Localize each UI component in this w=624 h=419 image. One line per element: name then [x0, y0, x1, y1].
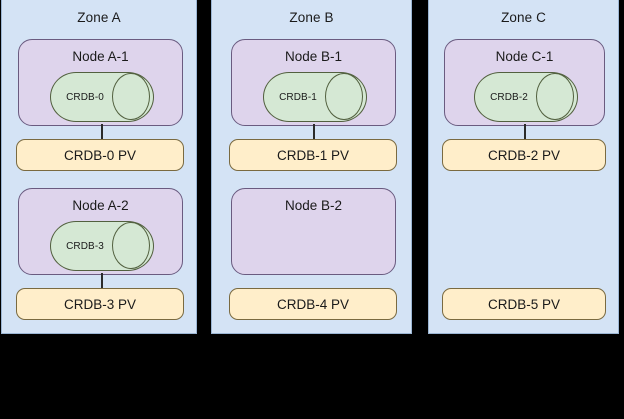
connector-crdb-0: [101, 124, 103, 140]
cylinder-cap-icon: [325, 73, 363, 120]
connector-crdb-2: [524, 124, 526, 140]
pod-crdb-0-label: CRDB-0: [66, 91, 104, 103]
zone-c[interactable]: Zone C Node C-1 CRDB-2 CRDB-2 PV CRDB-5 …: [428, 0, 619, 334]
pv-crdb-2[interactable]: CRDB-2 PV: [442, 139, 606, 171]
zone-b[interactable]: Zone B Node B-1 CRDB-1 CRDB-1 PV Node B-…: [211, 0, 412, 334]
node-b-1[interactable]: Node B-1 CRDB-1: [231, 39, 396, 126]
node-a-1[interactable]: Node A-1 CRDB-0: [18, 39, 183, 126]
zone-a[interactable]: Zone A Node A-1 CRDB-0 CRDB-0 PV Node A-…: [1, 0, 197, 334]
pv-crdb-4[interactable]: CRDB-4 PV: [229, 288, 397, 320]
node-c-1[interactable]: Node C-1 CRDB-2: [444, 39, 605, 126]
zone-b-title: Zone B: [289, 10, 334, 25]
connector-crdb-1: [313, 124, 315, 140]
cylinder-cap-icon: [112, 222, 150, 269]
pod-crdb-3[interactable]: CRDB-3: [50, 221, 154, 271]
pv-crdb-0[interactable]: CRDB-0 PV: [16, 139, 184, 171]
pod-crdb-2-label: CRDB-2: [490, 91, 528, 103]
pv-crdb-5[interactable]: CRDB-5 PV: [442, 288, 606, 320]
zone-c-title: Zone C: [501, 10, 546, 25]
node-b-2[interactable]: Node B-2: [231, 188, 396, 275]
node-a-1-title: Node A-1: [72, 49, 129, 64]
node-b-1-title: Node B-1: [284, 49, 343, 64]
pv-crdb-3[interactable]: CRDB-3 PV: [16, 288, 184, 320]
connector-crdb-3: [101, 273, 103, 289]
pv-crdb-1[interactable]: CRDB-1 PV: [229, 139, 397, 171]
cylinder-cap-icon: [536, 73, 574, 120]
zone-a-title: Zone A: [77, 10, 121, 25]
cylinder-cap-icon: [112, 73, 150, 120]
node-a-2[interactable]: Node A-2 CRDB-3: [18, 188, 183, 275]
pod-crdb-1-label: CRDB-1: [279, 91, 317, 103]
node-a-2-title: Node A-2: [72, 198, 129, 213]
node-c-1-title: Node C-1: [495, 49, 554, 64]
pod-crdb-3-label: CRDB-3: [66, 240, 104, 252]
pod-crdb-2[interactable]: CRDB-2: [474, 72, 578, 122]
pod-crdb-1[interactable]: CRDB-1: [263, 72, 367, 122]
node-b-2-title: Node B-2: [284, 198, 343, 213]
pod-crdb-0[interactable]: CRDB-0: [50, 72, 154, 122]
